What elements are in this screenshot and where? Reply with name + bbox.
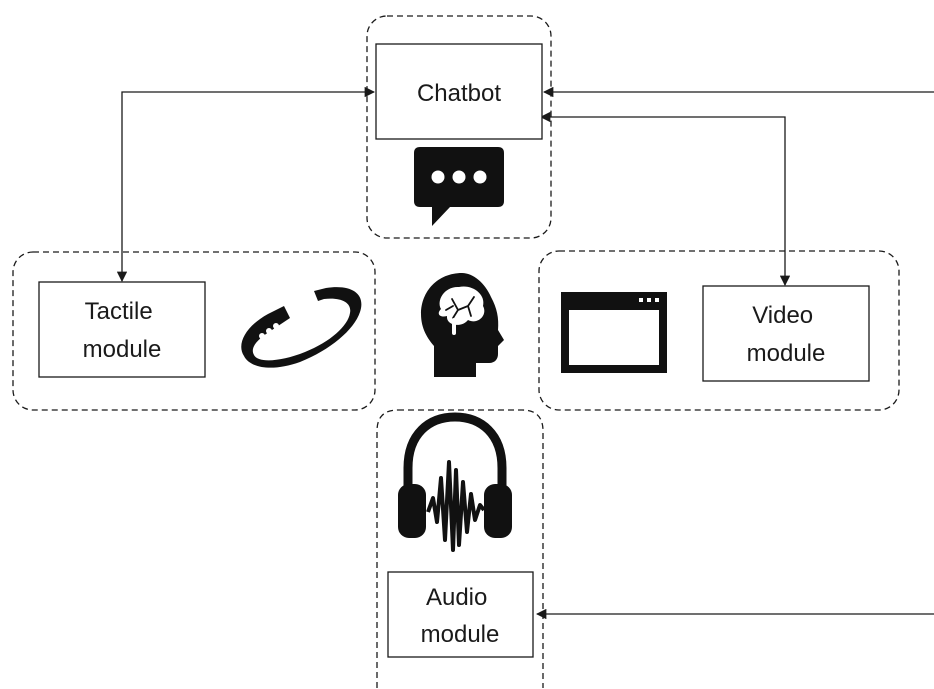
audio-label-line1: Audio [426,584,487,611]
video-module-box [702,285,870,382]
audio-label: Audio module [421,584,500,648]
audio-group [376,409,544,688]
video-label: Video module [747,302,826,367]
tactile-label: Tactile module [83,298,162,363]
browser-window-icon [561,292,667,373]
chatbot-module-box [375,43,543,140]
video-label-line2: module [747,340,826,367]
chatbot-to-tactile-connector [116,86,376,283]
wristband-icon [241,287,362,368]
tactile-module-box [38,281,206,378]
headphones-icon [398,412,512,552]
chat-bubble-icon [414,147,504,226]
tactile-label-line2: module [83,336,162,363]
brain-head-icon [421,273,504,377]
audio-label-line2: module [421,621,500,648]
audio-module-box [387,571,534,658]
chatbot-to-video-connector [539,111,791,287]
video-label-line1: Video [752,302,813,329]
tactile-label-line1: Tactile [85,298,153,325]
chatbot-label: Chatbot [417,80,501,107]
